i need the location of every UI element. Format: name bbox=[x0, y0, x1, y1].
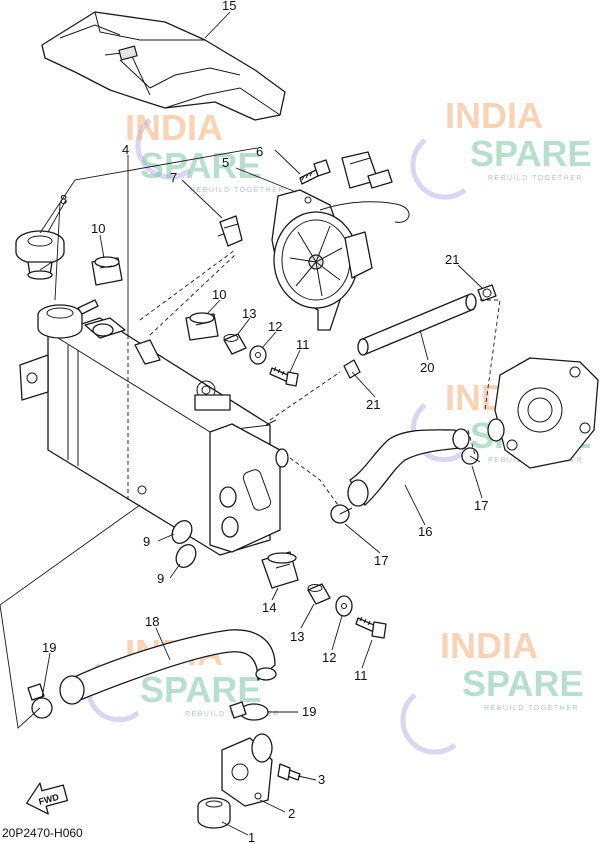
svg-text:REBUILD TOGETHER: REBUILD TOGETHER bbox=[484, 705, 579, 712]
thermostat-housing-part bbox=[221, 733, 273, 807]
bolt-upper-part bbox=[269, 366, 299, 387]
callout-17-right: 17 bbox=[474, 498, 488, 513]
filler-neck-part bbox=[37, 299, 99, 339]
radiator-cover-part bbox=[41, 11, 286, 121]
svg-text:REBUILD TOGETHER: REBUILD TOGETHER bbox=[488, 175, 583, 182]
svg-text:REBUILD TOGETHER: REBUILD TOGETHER bbox=[190, 187, 285, 194]
collar-lower-part bbox=[307, 583, 331, 605]
callout-12-lower: 12 bbox=[322, 650, 336, 665]
grommet-lower-part bbox=[185, 312, 219, 341]
callout-3: 3 bbox=[318, 772, 325, 787]
callout-12-upper: 12 bbox=[268, 319, 282, 334]
fwd-arrow-icon: FWD bbox=[26, 782, 69, 815]
bolt-lower-part bbox=[355, 616, 387, 639]
lower-hose-part bbox=[59, 629, 277, 705]
callout-2: 2 bbox=[288, 806, 295, 821]
grommet-upper-part bbox=[91, 256, 123, 286]
callout-9-lower: 9 bbox=[157, 571, 164, 586]
breather-hose-part bbox=[357, 293, 477, 356]
callout-10-lower: 10 bbox=[212, 287, 226, 302]
screw-part bbox=[299, 159, 331, 185]
radiator-hose-part bbox=[347, 428, 470, 507]
clip-part bbox=[217, 215, 243, 247]
assembly-lines bbox=[0, 249, 501, 729]
washer-upper-part bbox=[249, 345, 267, 365]
callout-17-lower: 17 bbox=[374, 553, 388, 568]
callout-8: 8 bbox=[60, 192, 67, 207]
leader-lines bbox=[39, 11, 483, 836]
radiator-core-part bbox=[19, 317, 289, 556]
callouts: 15 4 6 5 7 8 10 21 10 13 12 11 20 21 17 … bbox=[42, 0, 488, 844]
svg-text:SPARE: SPARE bbox=[470, 133, 591, 174]
svg-text:INDIA: INDIA bbox=[440, 625, 538, 666]
watermark-top-right: INDIA SPARE REBUILD TOGETHER bbox=[410, 95, 591, 200]
hose-clamp-17-lower-part bbox=[330, 504, 353, 524]
callout-21-lower: 21 bbox=[366, 397, 380, 412]
hose-clip-21-upper-part bbox=[477, 284, 497, 302]
callout-13-upper: 13 bbox=[242, 306, 256, 321]
svg-text:INDIA: INDIA bbox=[125, 107, 223, 148]
callout-15: 15 bbox=[222, 0, 236, 13]
collar-upper-part bbox=[223, 333, 247, 355]
bolt-3-part bbox=[277, 763, 301, 781]
watermark-top-left: INDIA SPARE REBUILD TOGETHER bbox=[125, 107, 285, 194]
fan-motor-part bbox=[271, 151, 410, 331]
callout-4: 4 bbox=[122, 142, 129, 157]
callout-11-lower: 11 bbox=[354, 668, 368, 683]
callout-20: 20 bbox=[420, 360, 434, 375]
callout-9-upper: 9 bbox=[143, 534, 150, 549]
watermark-bottom-right: INDIA SPARE REBUILD TOGETHER bbox=[400, 625, 583, 755]
callout-19-right: 19 bbox=[302, 704, 316, 719]
diagram-code: 20P2470-H060 bbox=[2, 826, 83, 840]
o-ring-lower-part bbox=[175, 544, 197, 568]
svg-text:REBUILD TOGETHER: REBUILD TOGETHER bbox=[185, 711, 280, 718]
callout-5: 5 bbox=[222, 155, 229, 170]
callout-19-left: 19 bbox=[42, 640, 56, 655]
svg-text:SPARE: SPARE bbox=[140, 145, 261, 186]
hose-clamp-19-right-part bbox=[229, 701, 269, 721]
callout-21-upper: 21 bbox=[445, 252, 459, 267]
grommet-14-part bbox=[261, 551, 299, 589]
hose-clamp-19-left-part bbox=[27, 683, 53, 719]
callout-16: 16 bbox=[418, 524, 432, 539]
callout-1: 1 bbox=[248, 830, 255, 844]
svg-text:SPARE: SPARE bbox=[462, 663, 583, 704]
callout-11-upper: 11 bbox=[296, 337, 310, 352]
svg-text:INDIA: INDIA bbox=[445, 95, 543, 136]
thermostat-part bbox=[197, 797, 231, 829]
washer-lower-part bbox=[335, 595, 353, 617]
callout-10-upper: 10 bbox=[91, 221, 105, 236]
callout-13-lower: 13 bbox=[290, 629, 304, 644]
callout-14: 14 bbox=[262, 600, 276, 615]
callout-7: 7 bbox=[170, 170, 177, 185]
water-pump-part bbox=[487, 357, 599, 469]
radiator-cap-part bbox=[15, 230, 65, 280]
callout-6: 6 bbox=[256, 144, 263, 159]
callout-18: 18 bbox=[145, 614, 159, 629]
hose-clip-21-lower-part bbox=[343, 359, 361, 379]
o-ring-upper-part bbox=[171, 520, 193, 544]
